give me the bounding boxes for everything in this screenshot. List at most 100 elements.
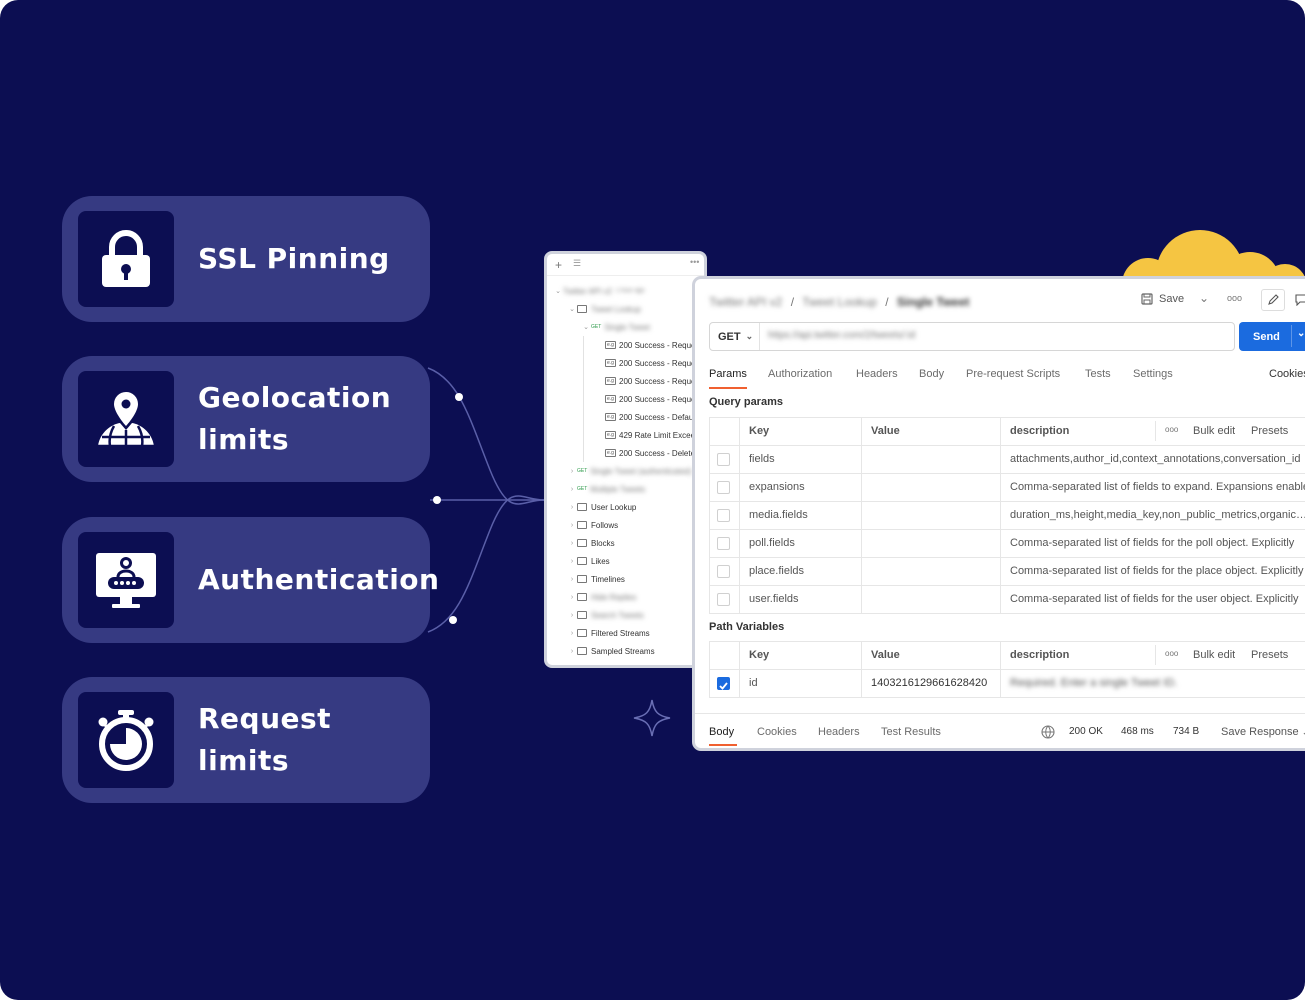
response-tab-cookies[interactable]: Cookies	[757, 726, 797, 738]
folder-row[interactable]: ›Follows	[567, 516, 618, 534]
row-checkbox[interactable]	[717, 453, 730, 466]
folder-icon	[577, 503, 587, 511]
folder-label: Timelines	[591, 574, 625, 584]
param-key[interactable]: expansions	[749, 481, 805, 493]
param-key[interactable]: poll.fields	[749, 537, 795, 549]
more-icon[interactable]: •••	[690, 257, 700, 267]
folder-row[interactable]: ›Sampled Streams	[567, 642, 655, 660]
param-description[interactable]: Comma-separated list of fields to expand…	[1010, 481, 1305, 493]
chevron-right-icon: ›	[570, 629, 574, 637]
param-key[interactable]: id	[749, 677, 758, 689]
param-key[interactable]: place.fields	[749, 565, 805, 577]
bulk-edit-button[interactable]: Bulk edit	[1193, 649, 1236, 661]
bulk-edit-button[interactable]: Bulk edit	[1193, 425, 1236, 437]
param-description[interactable]: attachments,author_id,context_annotation…	[1010, 453, 1301, 465]
folder-row[interactable]: ›Timelines	[567, 570, 625, 588]
response-tab-body[interactable]: Body	[709, 726, 735, 738]
save-button[interactable]: Save	[1141, 293, 1184, 305]
chevron-down-icon[interactable]: ⌄	[1199, 291, 1210, 305]
chevron-down-icon: ⌄	[1302, 727, 1305, 737]
tab-params[interactable]: Params	[709, 368, 747, 380]
comments-button[interactable]	[1289, 289, 1305, 311]
more-icon[interactable]: ooo	[1227, 293, 1243, 303]
example-icon: e.g	[605, 341, 616, 349]
row-checkbox[interactable]	[717, 593, 730, 606]
row-checkbox[interactable]	[717, 565, 730, 578]
folder-row[interactable]: ›User Lookup	[567, 498, 637, 516]
tab-headers[interactable]: Headers	[856, 368, 898, 380]
presets-dropdown[interactable]: Presets	[1251, 425, 1289, 437]
tab-settings[interactable]: Settings	[1133, 368, 1173, 380]
example-icon: e.g	[605, 395, 616, 403]
row-checkbox[interactable]	[717, 677, 730, 690]
save-response-label: Save Response	[1221, 726, 1299, 738]
param-key[interactable]: fields	[749, 453, 775, 465]
save-icon	[1141, 293, 1153, 305]
param-description[interactable]: Required. Enter a single Tweet ID.	[1010, 677, 1178, 689]
folder-row[interactable]: ›Blocks	[567, 534, 615, 552]
save-label: Save	[1159, 293, 1185, 305]
edit-button[interactable]	[1261, 289, 1285, 311]
example-label: 200 Success - Request	[619, 394, 702, 404]
url-input[interactable]: https://api.twitter.com/2/tweets/:id	[768, 330, 916, 341]
param-key[interactable]: media.fields	[749, 509, 808, 521]
folder-row[interactable]: ›Search Tweets	[567, 606, 644, 624]
row-checkbox[interactable]	[717, 509, 730, 522]
folder-row[interactable]: ›Hide Replies	[567, 588, 637, 606]
row-checkbox[interactable]	[717, 481, 730, 494]
more-icon[interactable]: ooo	[1165, 425, 1179, 434]
folder-icon	[577, 521, 587, 529]
add-icon[interactable]: +	[555, 258, 563, 272]
folder-icon	[577, 305, 587, 313]
filter-icon[interactable]: ☰	[573, 258, 582, 268]
table-rule	[709, 669, 1305, 670]
tab-authorization[interactable]: Authorization	[768, 368, 833, 380]
param-value[interactable]: 1403216129661628420	[871, 677, 988, 689]
param-description[interactable]: Comma-separated list of fields for the p…	[1010, 537, 1295, 549]
request-row[interactable]: › GET Multiple Tweets	[567, 480, 645, 498]
folder-row[interactable]: ⌄ Tweet Lookup	[567, 300, 641, 318]
connector-dot	[433, 496, 441, 504]
table-rule	[739, 641, 740, 697]
table-rule	[709, 641, 710, 697]
response-tab-test-results[interactable]: Test Results	[881, 726, 941, 738]
folder-icon	[577, 593, 587, 601]
presets-dropdown[interactable]: Presets	[1251, 649, 1289, 661]
breadcrumb-item[interactable]: Tweet Lookup	[802, 295, 877, 309]
folder-icon	[577, 647, 587, 655]
table-rule	[1000, 641, 1001, 697]
collection-row[interactable]: ⌄ Twitter API v2 2 hour ago	[553, 282, 645, 300]
folder-row[interactable]: ›Filtered Streams	[567, 624, 650, 642]
param-description[interactable]: Comma-separated list of fields for the p…	[1010, 565, 1304, 577]
tab-pre-request-scripts[interactable]: Pre-request Scripts	[966, 368, 1061, 380]
breadcrumb-item[interactable]: Twitter API v2	[709, 295, 783, 309]
param-key[interactable]: user.fields	[749, 593, 799, 605]
tab-tests[interactable]: Tests	[1085, 368, 1111, 380]
more-icon[interactable]: ooo	[1165, 649, 1179, 658]
method-select[interactable]: GET ⌄	[710, 323, 760, 350]
param-description[interactable]: Comma-separated list of fields for the u…	[1010, 593, 1299, 605]
save-response-button[interactable]: Save Response ⌄	[1221, 726, 1305, 738]
param-description[interactable]: duration_ms,height,media_key,non_public_…	[1010, 509, 1305, 521]
response-tab-headers[interactable]: Headers	[818, 726, 860, 738]
tab-body[interactable]: Body	[919, 368, 945, 380]
table-rule	[709, 473, 1305, 474]
request-row[interactable]: ⌄ GET Single Tweet	[581, 318, 650, 336]
row-checkbox[interactable]	[717, 537, 730, 550]
chevron-down-icon[interactable]: ⌄	[1297, 328, 1305, 339]
feature-card-geolocation: Geolocation limits	[62, 356, 430, 482]
request-row[interactable]: › GET Single Tweet (authenticated)	[567, 462, 692, 480]
breadcrumb-item[interactable]: Single Tweet	[896, 295, 970, 309]
cookies-link[interactable]: Cookies	[1269, 368, 1305, 380]
folder-row[interactable]: ›Likes	[567, 552, 610, 570]
chevron-down-icon[interactable]	[1291, 325, 1292, 347]
send-button[interactable]: Send ⌄	[1239, 322, 1305, 351]
column-header-description: description	[1010, 649, 1070, 661]
